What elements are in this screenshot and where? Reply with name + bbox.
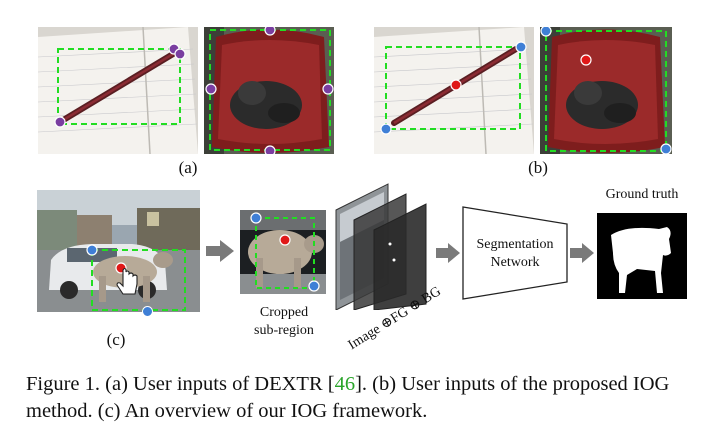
ground-truth-label: Ground truth <box>605 187 679 202</box>
panel-a-notebook <box>38 27 198 154</box>
interior-point <box>279 234 291 246</box>
corner-point <box>380 123 392 135</box>
interior-point <box>580 54 592 66</box>
label-a: (a) <box>178 158 198 177</box>
panel-b-notebook <box>374 27 534 154</box>
extreme-point <box>174 48 186 60</box>
interior-point <box>450 79 462 91</box>
network-label-line2: Network <box>490 255 540 270</box>
panel-a-dog <box>204 27 334 154</box>
citation-link[interactable]: 46 <box>334 373 356 395</box>
caption-text-1: Figure 1. (a) User inputs of DEXTR [ <box>26 373 335 395</box>
corner-point <box>660 143 672 154</box>
label-b: (b) <box>528 158 548 177</box>
dog-chair-image <box>204 27 334 154</box>
extreme-point <box>205 83 217 95</box>
network-label-line1: Segmentation <box>476 237 554 252</box>
segmentation-network-trapezoid <box>462 206 568 300</box>
ground-truth-mask <box>597 213 687 299</box>
corner-point <box>540 27 552 37</box>
cropped-subregion-image <box>240 210 326 294</box>
label-c: (c) <box>106 330 126 349</box>
hand-cursor-icon <box>116 267 138 295</box>
corner-point <box>515 41 527 53</box>
notebook-pen-image <box>374 27 534 154</box>
corner-point <box>308 280 320 292</box>
street-cow-image <box>37 190 200 312</box>
arrow-right-icon <box>436 243 460 263</box>
extreme-point <box>54 116 66 128</box>
cropped-label-line1: Cropped <box>259 305 309 320</box>
arrow-right-icon <box>206 240 234 262</box>
corner-point-outside <box>142 306 153 317</box>
arrow-right-icon <box>570 243 594 263</box>
corner-point <box>86 244 98 256</box>
extreme-point <box>322 83 334 95</box>
corner-point <box>250 212 262 224</box>
figure-caption: Figure 1. (a) User inputs of DEXTR [46].… <box>26 371 706 425</box>
input-channel-stack <box>335 183 427 310</box>
notebook-pen-image <box>38 27 198 154</box>
panel-c-street <box>37 190 200 312</box>
extreme-point <box>264 145 276 154</box>
extreme-point <box>264 27 276 36</box>
caption-text-2: ]. (b) User inputs of the proposed IOG m… <box>26 373 670 422</box>
panel-b-dog <box>540 27 672 154</box>
dog-chair-image <box>540 27 672 154</box>
cropped-label-line2: sub-region <box>254 323 314 338</box>
